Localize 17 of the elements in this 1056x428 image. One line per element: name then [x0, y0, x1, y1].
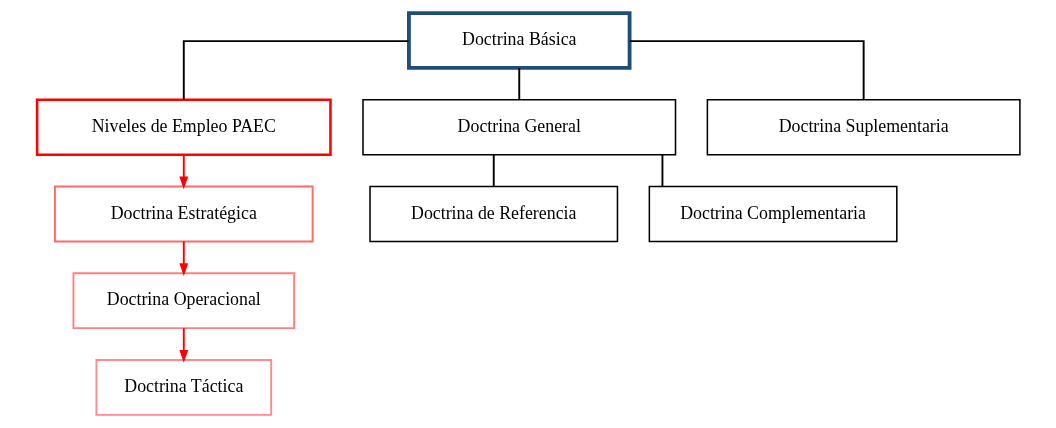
node-box: Doctrina General [361, 99, 676, 156]
arrow [178, 153, 188, 190]
arrow [178, 327, 188, 363]
node-box: Doctrina de Referencia [368, 185, 618, 243]
node-box: Doctrina Operacional [72, 272, 295, 330]
node-box: Niveles de Empleo PAEC [35, 98, 332, 156]
node-box: Doctrina Estratégica [53, 185, 314, 243]
node-box: Doctrina Táctica [94, 359, 272, 416]
node-box: Doctrina Suplementaria [706, 99, 1021, 156]
node-box: Doctrina Complementaria [648, 185, 898, 243]
node-box: Doctrina Básica [406, 11, 631, 70]
connector [182, 40, 409, 101]
connector [492, 153, 495, 188]
arrow [178, 240, 188, 277]
connector [628, 40, 865, 101]
connector [517, 67, 520, 101]
connector [660, 153, 663, 188]
